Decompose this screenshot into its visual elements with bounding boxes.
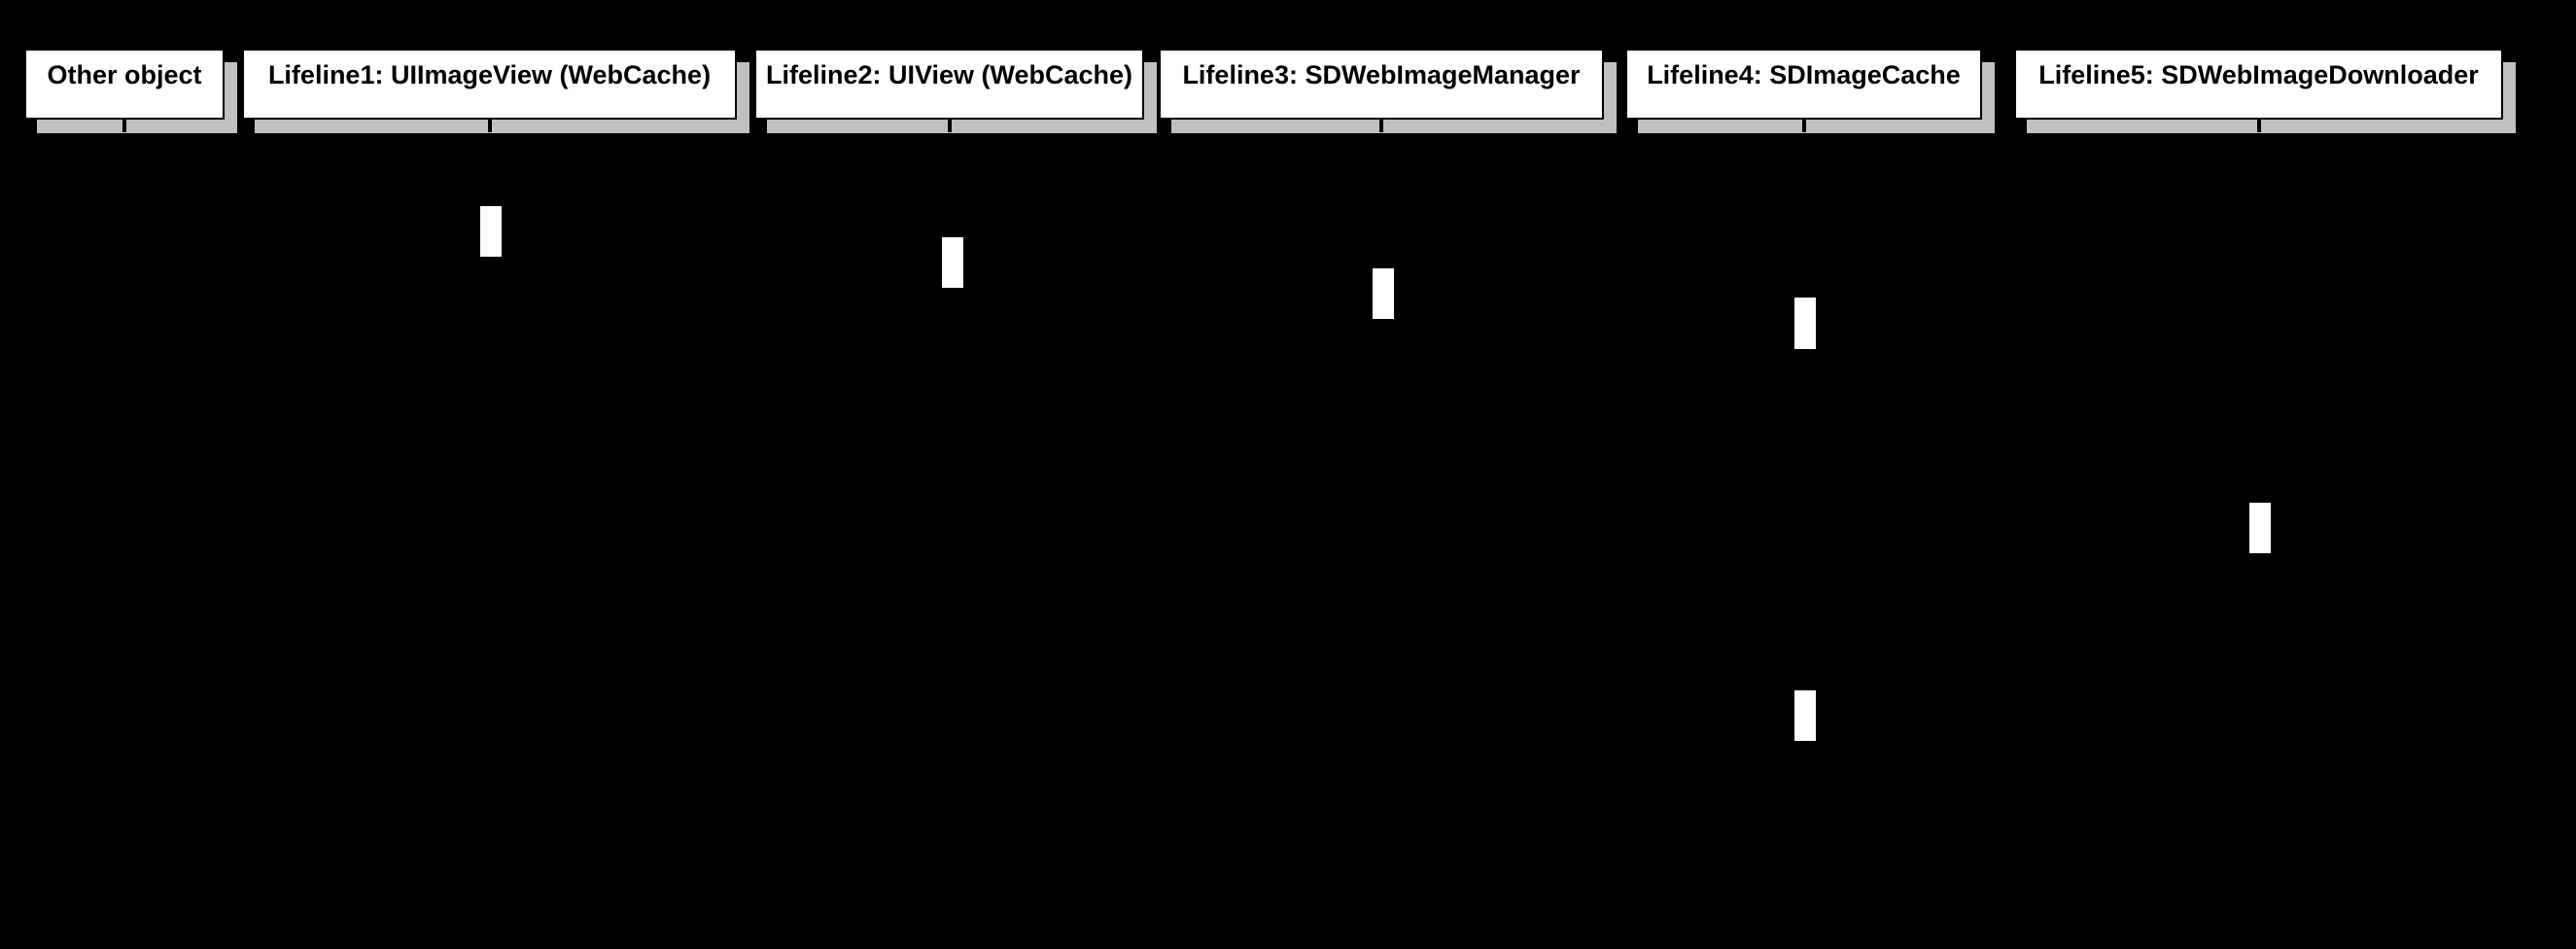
activation-bar	[1793, 297, 1817, 350]
lifeline-label: Lifeline2: UIView (WebCache)	[765, 60, 1133, 89]
lifeline-head-box: Lifeline3: SDWebImageManager	[1159, 49, 1604, 120]
lifeline-start-tick	[488, 120, 492, 132]
lifeline-label: Lifeline5: SDWebImageDownloader	[2038, 60, 2479, 89]
lifeline-head-box: Other object	[24, 49, 225, 120]
lifeline-head-box: Lifeline1: UIImageView (WebCache)	[242, 49, 737, 120]
lifeline-label: Lifeline4: SDImageCache	[1647, 60, 1961, 89]
lifeline-head-box: Lifeline5: SDWebImageDownloader	[2014, 49, 2503, 120]
lifeline-label: Lifeline3: SDWebImageManager	[1182, 60, 1581, 89]
activation-bar	[2248, 502, 2272, 554]
activation-bar	[479, 205, 503, 258]
lifeline-label: Other object	[47, 60, 202, 89]
lifeline-head-box: Lifeline4: SDImageCache	[1625, 49, 1982, 120]
lifeline-start-tick	[948, 120, 952, 132]
lifeline-head-box: Lifeline2: UIView (WebCache)	[754, 49, 1144, 120]
lifeline-label: Lifeline1: UIImageView (WebCache)	[267, 60, 712, 89]
lifeline-start-tick	[1802, 120, 1806, 132]
lifeline-start-tick	[122, 120, 126, 132]
activation-bar	[941, 236, 964, 289]
lifeline-start-tick	[2257, 120, 2261, 132]
activation-bar	[1372, 267, 1395, 320]
activation-bar	[1793, 689, 1817, 742]
lifeline-start-tick	[1379, 120, 1383, 132]
